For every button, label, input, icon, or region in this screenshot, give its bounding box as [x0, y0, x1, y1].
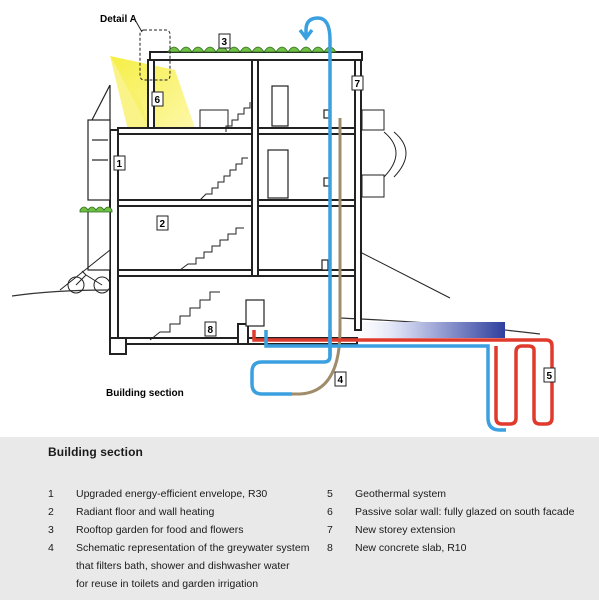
building-section-diagram: Detail A 1 2 3 4 5 6 7 8 Building sectio…: [11, 14, 556, 432]
legend-num: 5: [327, 488, 333, 500]
stairs: [59, 102, 451, 341]
callout-4: 4: [334, 371, 347, 387]
svg-text:4: 4: [338, 375, 344, 386]
svg-text:7: 7: [355, 79, 361, 90]
callout-2: 2: [156, 215, 169, 231]
legend-panel: Building section 1 Upgraded energy-effic…: [0, 437, 599, 600]
callout-6: 6: [151, 91, 164, 107]
legend-num: 6: [327, 506, 333, 518]
legend-text: Radiant floor and wall heating: [76, 506, 215, 518]
legend-title: Building section: [48, 445, 143, 459]
greywater-pipe: [292, 118, 342, 396]
svg-text:3: 3: [222, 37, 228, 48]
detail-a-box: [139, 29, 171, 81]
legend-num: 8: [327, 542, 333, 554]
legend-num: 7: [327, 524, 333, 536]
legend-text: Schematic representation of the greywate…: [76, 542, 310, 554]
legend-text: Geothermal system: [355, 488, 447, 500]
geothermal-red-pipe: [252, 330, 554, 426]
legend-text: Upgraded energy-efficient envelope, R30: [76, 488, 268, 500]
svg-text:2: 2: [160, 219, 166, 230]
legend-num: 4: [48, 542, 54, 554]
railings: [199, 109, 407, 198]
building-outline: [109, 51, 363, 355]
legend-num: 2: [48, 506, 54, 518]
bicycle: [67, 270, 111, 294]
bay-window: [87, 84, 111, 271]
water-riser-pipe: [298, 16, 332, 356]
callout-7: 7: [351, 75, 364, 91]
svg-text:6: 6: [155, 95, 161, 106]
callout-1: 1: [113, 155, 126, 171]
callout-3: 3: [218, 33, 231, 49]
callout-5: 5: [543, 367, 556, 383]
svg-text:5: 5: [547, 371, 553, 382]
legend-text: Rooftop garden for food and flowers: [76, 524, 244, 536]
legend-text: New storey extension: [355, 524, 456, 536]
svg-text:1: 1: [117, 159, 123, 170]
legend-text: Passive solar wall: fully glazed on sout…: [355, 506, 575, 518]
interior-details: [245, 85, 331, 327]
legend-num: 3: [48, 524, 54, 536]
detail-a-label: Detail A: [100, 14, 137, 25]
geothermal-blue-pipe: [264, 330, 506, 432]
legend-text: that filters bath, shower and dishwasher…: [76, 560, 290, 572]
legend-text: for reuse in toilets and garden irrigati…: [76, 578, 259, 590]
callout-8: 8: [204, 321, 217, 337]
section-caption: Building section: [106, 388, 184, 399]
svg-text:8: 8: [208, 325, 214, 336]
geothermal-ground-band: [344, 322, 505, 338]
legend-num: 1: [48, 488, 54, 500]
legend-text: New concrete slab, R10: [355, 542, 467, 554]
water-supply-pipe: [250, 330, 332, 396]
rooftop-garden: [79, 46, 337, 213]
